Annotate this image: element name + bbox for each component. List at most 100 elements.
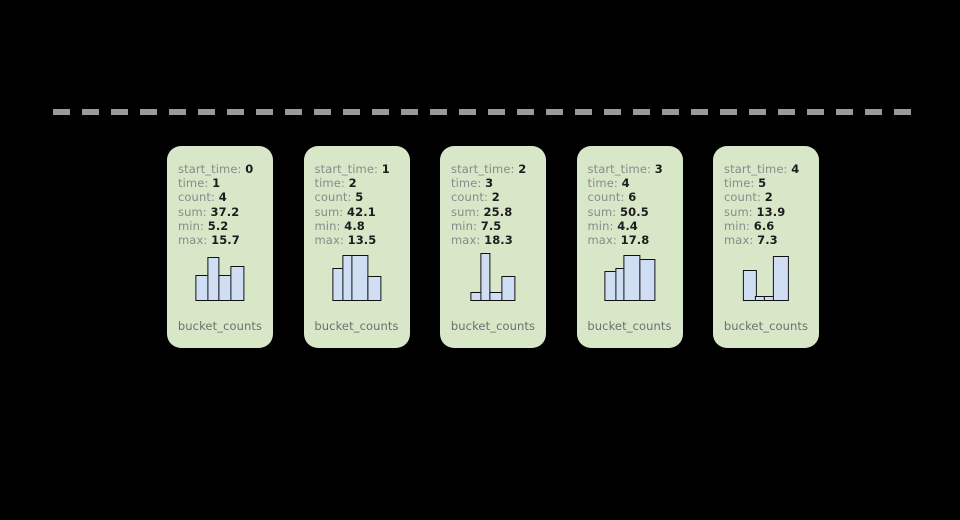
metric-field-min: min: 4.8 [314,218,365,233]
histogram-bar [367,276,382,301]
metric-field-label: count [178,190,211,205]
metric-field-label: time [724,176,751,191]
metric-field-value: 5.2 [207,218,229,233]
metric-field-count: count: 2 [451,190,500,205]
histogram-caption: bucket_counts [314,319,399,333]
metric-field-label: start_time [178,162,238,176]
metric-field-value: 6 [628,190,637,205]
metric-field-sum: sum: 37.2 [178,204,240,219]
metric-field-label: time [178,176,205,191]
bucket-counts-histogram [713,245,819,301]
histogram-bar [501,276,516,301]
metric-field-min: min: 6.6 [724,218,775,233]
metric-field-value: 4.4 [617,218,638,233]
metric-field-value: 0 [245,162,254,176]
metric-field-label: sum [178,204,203,219]
metric-field-label: sum [724,204,749,219]
metric-field-min: min: 4.4 [587,218,638,233]
metric-field-label: start_time [451,162,511,176]
histogram-bar [742,270,757,301]
metric-field-sum: sum: 42.1 [314,204,376,219]
metric-field-value: 25.8 [483,204,513,219]
metric-field-start-time: start_time: 4 [724,162,800,176]
metric-field-label: min [314,218,337,233]
metric-field-start-time: start_time: 2 [451,162,527,176]
metric-field-label: time [451,176,478,191]
metric-field-label: time [587,176,614,191]
metric-field-label: start_time [724,162,784,176]
bucket-counts-histogram [440,245,546,301]
metric-field-value: 42.1 [347,204,376,219]
metric-field-value: 17.8 [620,233,650,248]
metric-field-label: max [724,233,750,248]
metric-field-sum: sum: 25.8 [451,204,513,219]
histogram-caption: bucket_counts [177,319,263,333]
metric-field-value: 4 [621,176,630,191]
metric-field-label: time [314,176,341,191]
metric-field-label: start_time [314,162,375,176]
histogram-caption: bucket_counts [723,319,809,333]
metric-field-time: time: 4 [587,176,630,191]
metric-field-value: 5 [758,176,767,191]
metric-field-value: 2 [764,190,773,205]
metric-field-value: 4.8 [344,218,365,233]
metric-field-max: max: 18.3 [451,233,513,248]
metric-field-start-time: start_time: 1 [314,162,390,176]
histogram-bars [331,245,382,301]
metric-field-value: 13.9 [756,204,786,219]
metric-field-label: sum [314,204,340,219]
metric-field-value: 4 [218,190,227,205]
metric-field-value: 1 [381,162,390,176]
histogram-bars [742,245,790,301]
metric-field-max: max: 15.7 [178,233,240,248]
metric-field-label: max [451,233,477,248]
metric-field-value: 13.5 [347,233,377,248]
metric-field-label: min [178,218,200,233]
metric-field-value: 37.2 [210,204,240,219]
histogram-caption: bucket_counts [450,319,536,333]
metric-field-value: 15.7 [211,233,240,248]
metric-field-label: max [587,233,613,248]
metric-field-max: max: 7.3 [724,233,778,248]
metric-field-value: 5 [355,190,364,205]
bucket-counts-histogram [577,245,683,301]
metric-field-value: 7.5 [480,218,502,233]
bucket-counts-histogram [167,245,273,301]
histogram-bar [773,256,790,301]
metric-field-count: count: 2 [724,190,773,205]
metric-field-count: count: 4 [178,190,227,205]
metric-field-time: time: 2 [314,176,357,191]
bucket-counts-histogram [304,245,410,301]
metric-field-value: 6.6 [753,218,775,233]
metric-field-label: max [314,233,340,248]
metric-field-label: start_time [587,162,648,176]
metric-field-min: min: 7.5 [451,218,502,233]
histogram-bars [195,245,245,301]
metric-field-count: count: 6 [587,190,637,205]
metric-field-value: 18.3 [484,233,513,248]
metric-field-value: 7.3 [757,233,778,248]
metric-field-label: count [314,190,348,205]
metric-field-label: min [587,218,610,233]
histogram-bar [639,259,656,301]
metric-field-value: 3 [654,162,663,176]
histogram-bars [470,245,516,301]
metric-field-label: min [451,218,473,233]
metric-field-start-time: start_time: 0 [178,162,254,176]
metric-field-max: max: 13.5 [314,233,377,248]
metric-field-label: sum [587,204,613,219]
metric-field-value: 3 [485,176,494,191]
metric-field-label: max [178,233,204,248]
metric-field-count: count: 5 [314,190,364,205]
dashed-timeline-rule [53,109,913,115]
